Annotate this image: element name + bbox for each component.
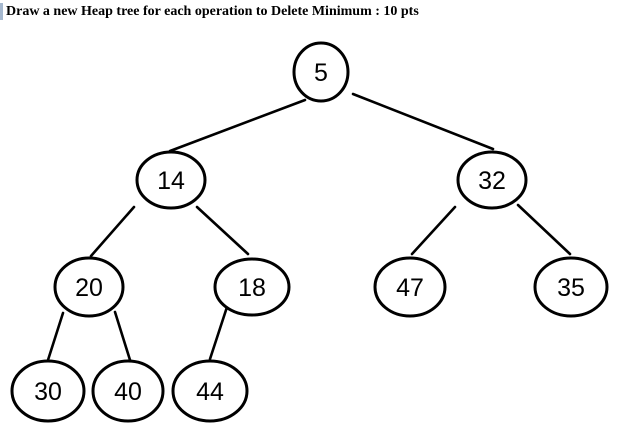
node-circle bbox=[91, 359, 165, 423]
tree-edge-5-14 bbox=[168, 98, 307, 153]
node-circle bbox=[171, 359, 249, 423]
tree-node-32: 32 bbox=[456, 150, 528, 210]
node-label: 14 bbox=[157, 167, 185, 195]
tree-node-18: 18 bbox=[213, 257, 291, 317]
tree-node-14: 14 bbox=[135, 150, 207, 210]
tree-node-20: 20 bbox=[53, 256, 125, 318]
tree-edge-32-47 bbox=[410, 205, 457, 256]
tree-edge-20-30 bbox=[46, 311, 65, 362]
tree-edge-32-35 bbox=[516, 203, 572, 256]
tree-edge-14-18 bbox=[195, 205, 250, 256]
node-label: 40 bbox=[114, 378, 142, 406]
node-label: 44 bbox=[196, 378, 224, 406]
question-title: Draw a new Heap tree for each operation … bbox=[6, 4, 419, 19]
node-circle bbox=[10, 359, 86, 423]
node-circle bbox=[456, 150, 528, 210]
tree-node-30: 30 bbox=[10, 359, 86, 423]
node-label: 30 bbox=[34, 378, 62, 406]
tree-node-47: 47 bbox=[373, 256, 447, 318]
tree-node-40: 40 bbox=[91, 359, 165, 423]
selection-marker bbox=[0, 3, 3, 20]
node-circle bbox=[533, 256, 609, 318]
node-circle bbox=[135, 150, 207, 210]
tree-edge-18-44 bbox=[208, 305, 229, 361]
tree-edge-20-40 bbox=[113, 310, 132, 362]
tree-edge-14-20 bbox=[89, 205, 136, 258]
node-label: 20 bbox=[75, 274, 103, 302]
node-label: 47 bbox=[396, 274, 424, 302]
node-label: 18 bbox=[238, 274, 266, 302]
tree-node-35: 35 bbox=[533, 256, 609, 318]
tree-node-44: 44 bbox=[171, 359, 249, 423]
node-label: 32 bbox=[478, 167, 506, 195]
node-circle bbox=[213, 257, 291, 317]
node-label: 5 bbox=[314, 59, 328, 87]
node-label: 35 bbox=[557, 274, 585, 302]
node-circle bbox=[373, 256, 447, 318]
tree-node-5: 5 bbox=[292, 41, 350, 103]
node-circle bbox=[53, 256, 125, 318]
node-circle bbox=[292, 41, 350, 103]
tree-edge-5-32 bbox=[351, 92, 495, 151]
